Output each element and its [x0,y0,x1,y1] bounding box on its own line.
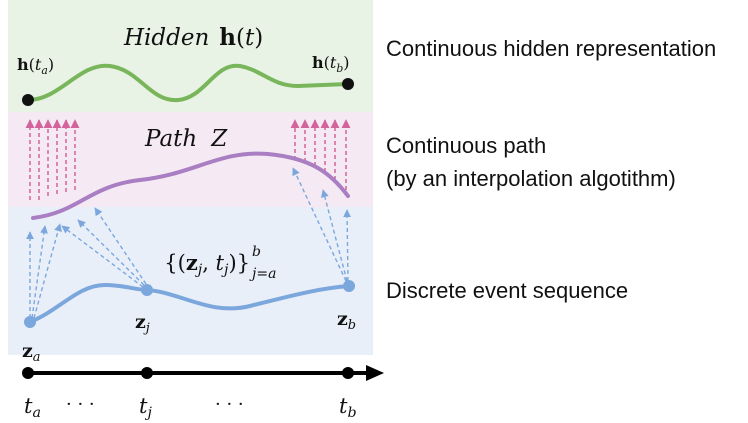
time-axis-arrowhead [366,365,384,381]
event-label-b: zb [337,308,356,333]
time-ellipsis-left: · · · [66,394,95,415]
interp-arrow [33,223,62,319]
event-sequence-caption: Discrete event sequence [386,278,628,303]
interp-arrow [61,225,144,288]
time-ellipsis-right: · · · [215,394,244,415]
interp-arrow [320,189,348,282]
event-label-a: za [22,340,41,365]
event-point-b [343,280,355,292]
continuous-path-caption: Continuous path [386,133,546,158]
event-set-notation: {(zj, tj)} [164,250,250,278]
hidden-curve [26,63,350,103]
hidden-end-label: h(tb) [312,53,350,75]
hidden-start-point [22,94,34,106]
event-label-j: zj [135,311,150,336]
time-tick-a [22,367,34,379]
path-curve [31,151,350,220]
event-band [8,207,373,355]
time-label-b: tb [339,394,357,421]
interpolation-note-caption: (by an interpolation algotithm) [386,166,676,191]
time-tick-j [141,367,153,379]
time-label-j: tj [139,394,152,421]
event-curve [28,282,351,324]
time-label-a: ta [24,394,41,421]
event-set-lower: j=a [249,266,276,282]
hidden-start-label: h(ta) [17,55,54,77]
hidden-end-point [342,78,354,90]
interp-arrow [343,209,352,282]
event-set-upper: b [252,244,261,260]
event-point-j [141,284,153,296]
interp-arrow [31,225,48,319]
hidden-representation-caption: Continuous hidden representation [386,36,716,61]
interp-arrow [94,207,147,285]
interp-arrow [77,219,145,286]
hidden-band [8,0,373,112]
time-tick-b [342,367,354,379]
event-point-a [24,316,36,328]
